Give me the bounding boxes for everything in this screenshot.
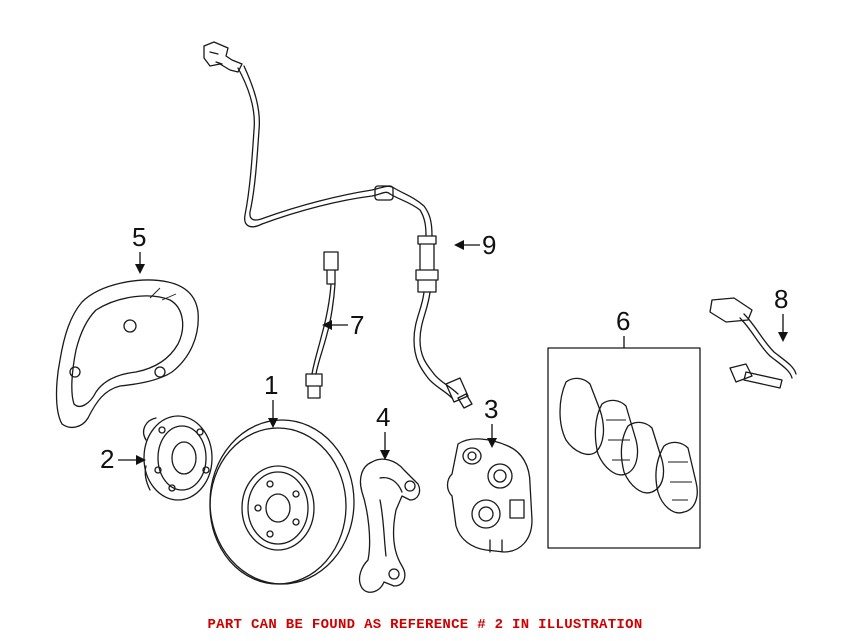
callout-8: 8 (774, 284, 788, 342)
caliper-bracket-part (358, 458, 421, 593)
callout-1: 1 (264, 370, 278, 428)
callout-6: 6 (616, 306, 630, 348)
callout-label-8: 8 (774, 284, 788, 314)
callout-label-4: 4 (376, 402, 390, 432)
callout-label-9: 9 (482, 230, 496, 260)
callout-label-2: 2 (100, 444, 114, 474)
callout-5: 5 (132, 222, 146, 274)
abs-sensor-cable-part (203, 41, 473, 409)
callout-2: 2 (100, 444, 146, 474)
callout-label-7: 7 (350, 310, 364, 340)
brake-caliper-part (446, 438, 533, 553)
callout-label-3: 3 (484, 394, 498, 424)
callout-7: 7 (322, 310, 364, 340)
callout-label-1: 1 (264, 370, 278, 400)
wheel-hub-part (142, 415, 213, 501)
pad-wear-sensor-part (305, 251, 339, 399)
callout-label-6: 6 (616, 306, 630, 336)
callout-9: 9 (454, 230, 496, 260)
splash-shield-part (55, 279, 199, 429)
callout-3: 3 (484, 394, 498, 448)
wear-sensor-rear-part (709, 297, 797, 389)
brake-pad-set-part (547, 347, 701, 549)
brake-rotor-part (209, 419, 355, 585)
reference-note: PART CAN BE FOUND AS REFERENCE # 2 IN IL… (207, 617, 643, 633)
callout-label-5: 5 (132, 222, 146, 252)
callout-4: 4 (376, 402, 390, 460)
